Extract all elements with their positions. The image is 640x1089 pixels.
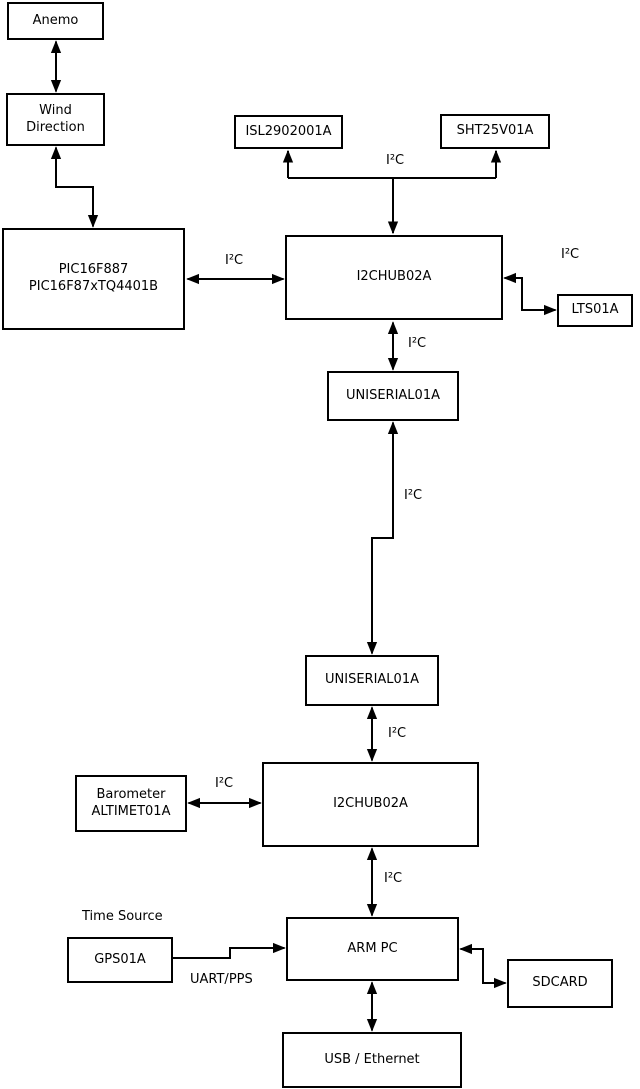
edge-label-uart-pps: UART/PPS (190, 972, 253, 987)
connector-uniserial1-uniserial2 (366, 421, 399, 655)
node-wind-direction-line1: Wind (39, 102, 72, 118)
node-arm-pc: ARM PC (286, 917, 459, 981)
node-uniserial01a-2: UNISERIAL01A (305, 655, 439, 706)
node-anemo-label: Anemo (32, 12, 79, 28)
node-pic-line2: PIC16F87xTQ4401B (28, 279, 159, 294)
node-pic-line1: PIC16F887 (58, 262, 129, 278)
node-sht25v01a-label: SHT25V01A (456, 123, 534, 139)
node-anemo: Anemo (7, 2, 104, 40)
node-uniserial01a-1-label: UNISERIAL01A (346, 387, 440, 403)
node-gps01a-label: GPS01A (94, 951, 146, 967)
node-usb-ethernet-label: USB / Ethernet (324, 1051, 420, 1067)
edge-label-i2c-hub2-armpc: I²C (384, 871, 403, 886)
node-usb-ethernet: USB / Ethernet (282, 1032, 462, 1088)
node-i2chub02a-2-label: I2CHUB02A (333, 796, 408, 812)
edge-label-time-source: Time Source (82, 909, 163, 924)
edge-label-i2c-pic-hub1: I²C (225, 253, 244, 268)
node-gps01a: GPS01A (67, 937, 173, 983)
node-arm-pc-label: ARM PC (347, 940, 398, 956)
edge-label-i2c-uniserial2-hub2: I²C (388, 726, 407, 741)
node-pic: PIC16F887 PIC16F87xTQ4401B (2, 228, 185, 330)
connector-hub1-lts (503, 272, 557, 316)
node-uniserial01a-1: UNISERIAL01A (327, 371, 459, 421)
node-wind-direction-line2: Direction (26, 119, 85, 135)
node-wind-direction: Wind Direction (6, 93, 105, 146)
connector-gps-armpc (173, 942, 286, 959)
node-barometer-line1: Barometer (96, 786, 166, 802)
node-sdcard-label: SDCARD (532, 975, 588, 991)
edge-label-i2c-hub1-lts: I²C (561, 247, 580, 262)
node-barometer-line2: ALTIMET01A (91, 803, 171, 819)
node-isl2902001a-label: ISL2902001A (245, 123, 332, 139)
node-lts01a: LTS01A (557, 294, 633, 327)
node-barometer-altimet01a: Barometer ALTIMET01A (75, 775, 187, 832)
node-i2chub02a-2: I2CHUB02A (262, 762, 479, 847)
connector-armpc-sdcard (459, 943, 507, 989)
node-i2chub02a-1: I2CHUB02A (285, 235, 503, 320)
node-i2chub02a-1-label: I2CHUB02A (356, 269, 432, 285)
edge-label-i2c-barometer-hub2: I²C (215, 776, 234, 791)
connector-winddirection-pic (50, 146, 99, 228)
edge-label-i2c-hub1-uniserial1: I²C (408, 336, 427, 351)
edge-label-i2c-uniserial1-uniserial2: I²C (404, 488, 423, 503)
node-lts01a-label: LTS01A (571, 302, 619, 318)
node-sht25v01a: SHT25V01A (440, 114, 550, 149)
node-sdcard: SDCARD (507, 959, 613, 1008)
node-isl2902001a: ISL2902001A (234, 115, 343, 149)
edge-label-i2c-bus-top: I²C (386, 153, 405, 168)
node-uniserial01a-2-label: UNISERIAL01A (325, 672, 419, 688)
